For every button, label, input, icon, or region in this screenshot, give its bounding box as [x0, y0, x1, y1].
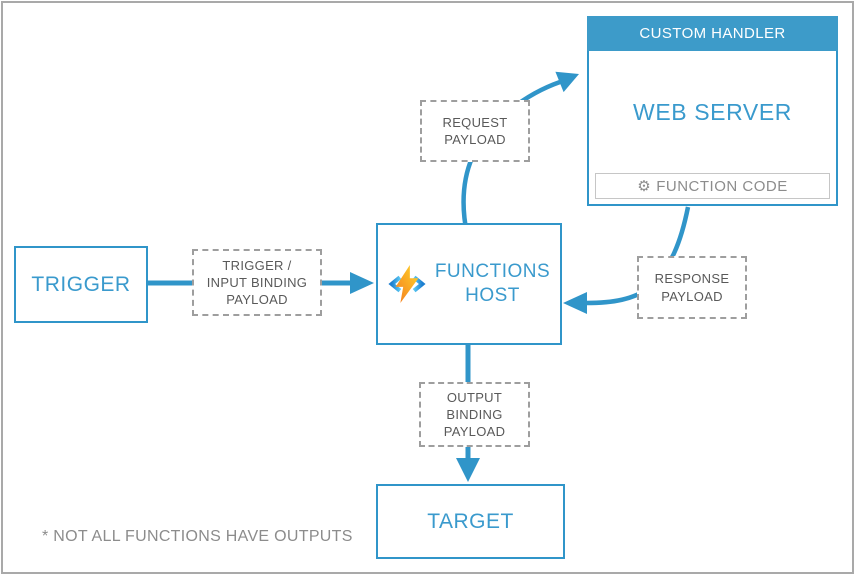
- web-server-box: WEB SERVER ⚙ FUNCTION CODE: [587, 51, 838, 206]
- target-label: TARGET: [427, 509, 514, 533]
- output-binding-payload-node: OUTPUT BINDING PAYLOAD: [419, 382, 530, 447]
- functions-host-line2: HOST: [465, 285, 520, 306]
- function-code-box: ⚙ FUNCTION CODE: [595, 173, 830, 199]
- custom-handler-node: CUSTOM HANDLER WEB SERVER ⚙ FUNCTION COD…: [587, 16, 838, 206]
- payload-line: PAYLOAD: [661, 288, 723, 304]
- payload-line: PAYLOAD: [444, 132, 506, 147]
- arrowhead-host-to-target: [456, 458, 480, 482]
- function-code-label: FUNCTION CODE: [656, 177, 788, 195]
- trigger-node: TRIGGER: [14, 246, 148, 323]
- functions-host-label: FUNCTIONS HOST: [435, 260, 550, 308]
- payload-line: REQUEST: [442, 114, 508, 130]
- arrowhead-trigger-to-host: [350, 272, 374, 294]
- web-server-label: WEB SERVER: [633, 98, 792, 125]
- functions-host-line1: FUNCTIONS: [434, 261, 551, 283]
- request-payload-node: REQUEST PAYLOAD: [420, 100, 530, 162]
- trigger-input-binding-payload-node: TRIGGER / INPUT BINDING PAYLOAD: [192, 249, 322, 316]
- arrowhead-host-to-webserver: [555, 71, 579, 93]
- payload-line: TRIGGER /: [222, 257, 292, 273]
- custom-handler-header: CUSTOM HANDLER: [587, 16, 838, 51]
- payload-line: PAYLOAD: [226, 292, 288, 308]
- left-chevron-icon: [388, 275, 402, 293]
- functions-host-node: FUNCTIONS HOST: [376, 223, 562, 345]
- gear-icon: ⚙: [637, 176, 652, 195]
- arrowhead-webserver-to-host: [563, 292, 587, 314]
- payload-line: PAYLOAD: [443, 424, 506, 440]
- response-payload-node: RESPONSE PAYLOAD: [637, 256, 747, 319]
- footnote: * NOT ALL FUNCTIONS HAVE OUTPUTS: [42, 528, 353, 545]
- target-node: TARGET: [376, 484, 565, 559]
- payload-line: BINDING: [446, 406, 503, 422]
- azure-functions-icon: [388, 265, 426, 303]
- trigger-label: TRIGGER: [31, 272, 131, 296]
- payload-line: OUTPUT: [446, 389, 503, 405]
- payload-line: INPUT BINDING: [206, 274, 308, 290]
- lightning-bolt-icon: [395, 265, 419, 303]
- payload-line: RESPONSE: [654, 271, 730, 287]
